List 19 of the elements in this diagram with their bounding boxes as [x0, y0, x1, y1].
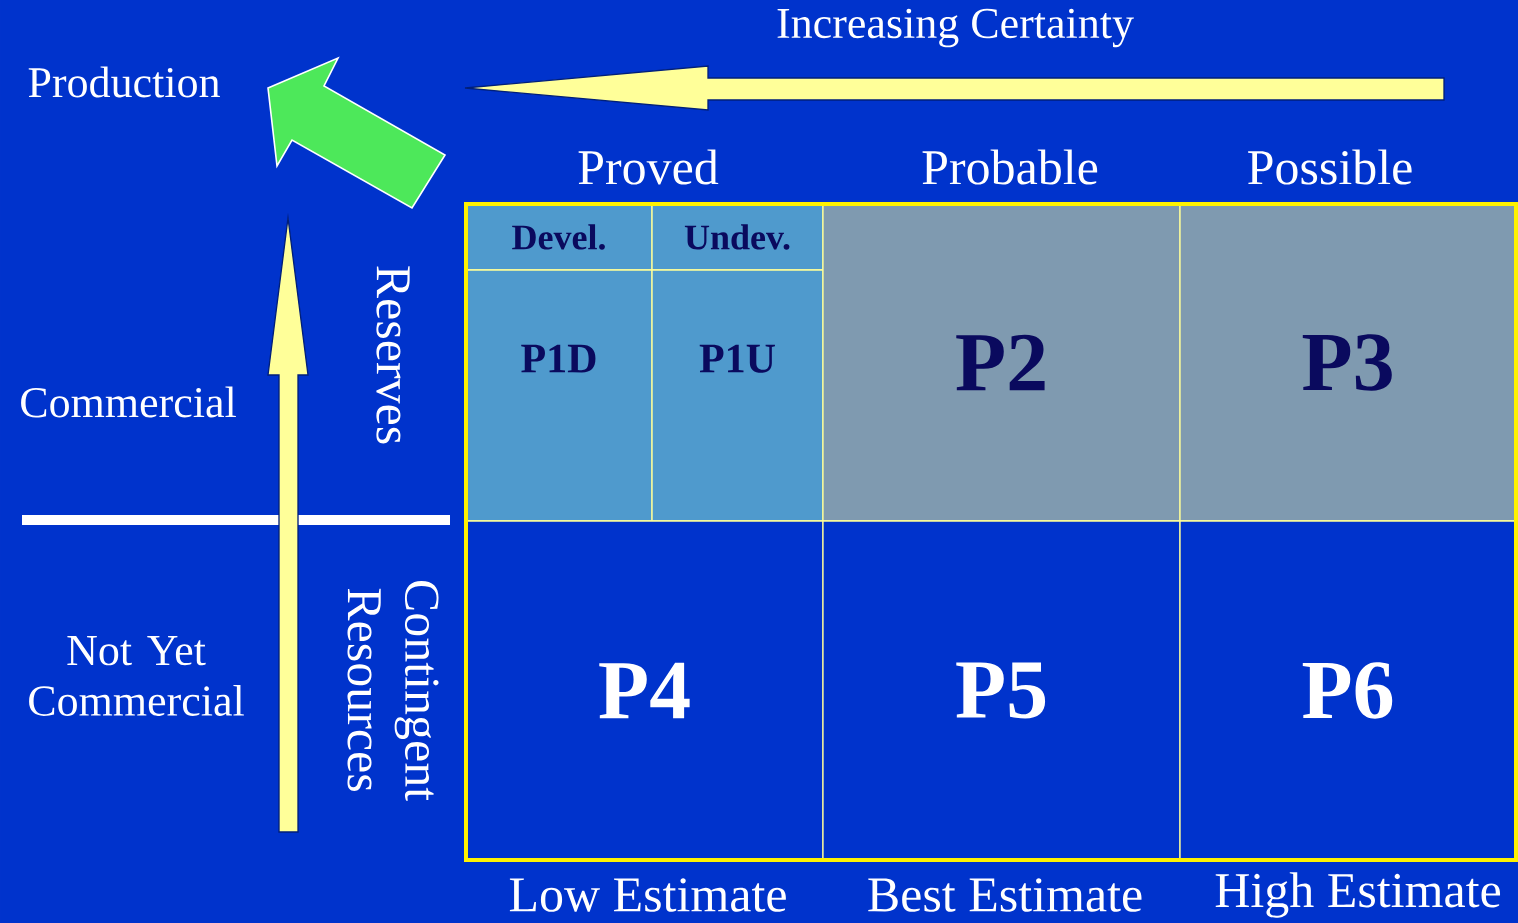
axis-label: Proved — [578, 149, 719, 185]
axis-label: Low Estimate — [509, 878, 786, 912]
grid-cell: P2 — [822, 203, 1181, 522]
axis-label: Increasing Certainty — [777, 8, 1134, 48]
grid-cell: P3 — [1179, 203, 1517, 522]
axis-label: Possible — [1248, 149, 1412, 185]
axis-label: Not Yet Commercial — [29, 636, 244, 716]
axis-label: Best Estimate — [868, 878, 1142, 912]
axis-label: Contingent Resources — [347, 580, 439, 801]
grid-cell: P6 — [1179, 520, 1517, 861]
axis-label: High Estimate — [1215, 872, 1501, 918]
grid-cell: P5 — [822, 520, 1181, 861]
grid-cell: Devel. — [465, 203, 653, 271]
axis-label: Production — [28, 66, 220, 98]
axis-label: Commercial — [21, 386, 236, 418]
grid-cell: P4 — [465, 520, 824, 861]
axis-label: Reserves — [376, 266, 410, 444]
grid-cell: Undev. — [651, 203, 824, 271]
axis-label: Probable — [922, 149, 1098, 185]
